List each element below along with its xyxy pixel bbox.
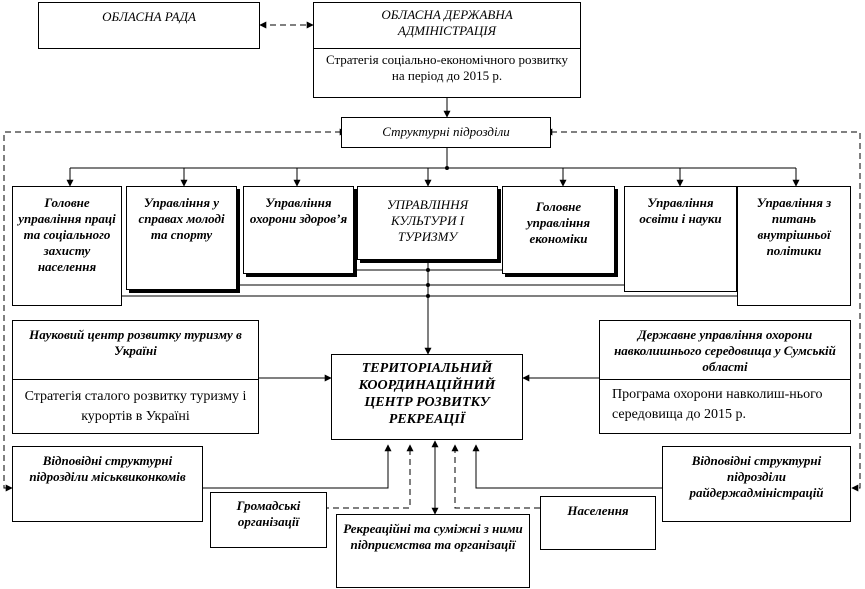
city-units-box: Відповідні структурні підрозділи міськви… — [12, 446, 203, 522]
oblasna-rada-label: ОБЛАСНА РАДА — [102, 9, 196, 24]
dept-internal-policy: Управління з питань внутрішньої політики — [737, 186, 851, 306]
science-center-box: Науковий центр розвитку туризму в Україн… — [12, 320, 259, 434]
enterprises-box: Рекреаційні та суміжні з ними підприємст… — [336, 514, 530, 588]
environment-title: Державне управління охорони навколишньог… — [614, 327, 836, 374]
oblasna-rada-box: ОБЛАСНА РАДА — [38, 2, 260, 49]
environment-box: Державне управління охорони навколишньог… — [599, 320, 851, 434]
dept-labor: Головне управління праці та соціального … — [12, 186, 122, 306]
science-center-title: Науковий центр розвитку туризму в Україн… — [29, 327, 242, 358]
enterprises-label: Рекреаційні та суміжні з ними підприємст… — [343, 521, 523, 552]
dept-culture-tourism-label: УПРАВЛІННЯ КУЛЬТУРИ І ТУРИЗМУ — [386, 197, 469, 244]
oda-strategy: Стратегія соціально-економічного розвитк… — [314, 48, 580, 84]
population-box: Населення — [540, 496, 656, 550]
city-units-label: Відповідні структурні підрозділи міськви… — [29, 453, 186, 484]
dept-health: Управління охорони здоров’я — [243, 186, 354, 274]
public-orgs-label: Громадські організації — [236, 498, 301, 529]
dept-education: Управління освіти і науки — [624, 186, 737, 292]
environment-program: Програма охорони навколиш-нього середови… — [600, 379, 850, 425]
district-units-box: Відповідні структурні підрозділи райдерж… — [662, 446, 851, 522]
structural-units-label: Структурні підрозділи — [382, 124, 510, 139]
dept-culture-tourism: УПРАВЛІННЯ КУЛЬТУРИ І ТУРИЗМУ — [357, 186, 498, 260]
dept-economics: Головне управління економіки — [502, 186, 615, 274]
dept-health-label: Управління охорони здоров’я — [249, 195, 348, 226]
dept-internal-policy-label: Управління з питань внутрішньої політики — [756, 195, 832, 258]
science-center-strategy: Стратегія сталого розвитку туризму і кур… — [13, 379, 258, 427]
dept-economics-label: Головне управління економіки — [526, 199, 591, 246]
dept-education-label: Управління освіти і науки — [639, 195, 722, 226]
oda-box: ОБЛАСНА ДЕРЖАВНА АДМІНІСТРАЦІЯ Стратегія… — [313, 2, 581, 98]
dept-labor-label: Головне управління праці та соціального … — [18, 195, 116, 274]
oda-title: ОБЛАСНА ДЕРЖАВНА АДМІНІСТРАЦІЯ — [381, 7, 513, 38]
structural-units-box: Структурні підрозділи — [341, 117, 551, 148]
district-units-label: Відповідні структурні підрозділи райдерж… — [689, 453, 824, 500]
population-label: Населення — [567, 503, 629, 518]
dept-youth-sport-label: Управління у справах молоді та спорту — [138, 195, 225, 242]
dept-youth-sport: Управління у справах молоді та спорту — [126, 186, 237, 290]
public-orgs-box: Громадські організації — [210, 492, 327, 548]
territorial-center-box: ТЕРИТОРІАЛЬНИЙ КООРДИНАЦІЙНИЙ ЦЕНТР РОЗВ… — [331, 354, 523, 440]
territorial-center-label: ТЕРИТОРІАЛЬНИЙ КООРДИНАЦІЙНИЙ ЦЕНТР РОЗВ… — [358, 361, 496, 427]
